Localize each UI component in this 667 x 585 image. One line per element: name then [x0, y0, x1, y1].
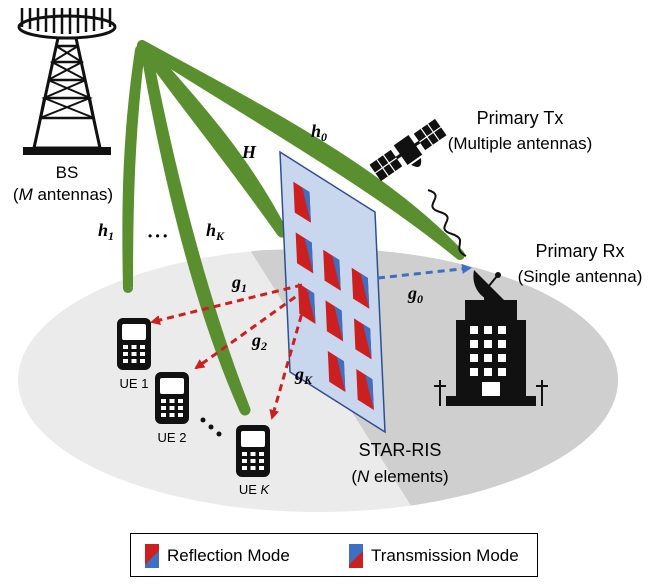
- star-ris-detail: (N elements): [351, 467, 448, 486]
- primary-tx-label: Primary Tx: [477, 108, 564, 128]
- reflection-swatch-icon: [145, 544, 159, 568]
- ue2-phone-icon: [155, 372, 189, 424]
- beam-h0: [137, 40, 465, 260]
- star-ris-label: STAR-RIS: [359, 440, 442, 460]
- channel-g1: g1: [231, 272, 247, 295]
- legend-item-reflection: Reflection Mode: [145, 542, 290, 570]
- ue1-label: UE 1: [120, 376, 149, 391]
- channel-g0: g0: [407, 283, 423, 306]
- bs-label: BS: [56, 163, 79, 182]
- beam-hK: [140, 44, 251, 416]
- wireless-link-squiggle: [427, 189, 467, 257]
- channel-h1: h1: [98, 220, 114, 243]
- ueK-label: UE K: [239, 482, 271, 497]
- ris-links: [150, 263, 472, 420]
- base-station-tower-icon: [17, 8, 117, 155]
- satellite-dish-icon: [473, 270, 504, 302]
- ris-element-transmit-part: [334, 306, 344, 342]
- channel-gK: gK: [294, 364, 313, 387]
- ue2-label: UE 2: [158, 430, 187, 445]
- legend-transmission-label: Transmission Mode: [371, 546, 519, 565]
- bs-antenna-label: (M antennas): [13, 185, 113, 204]
- ris-element-transmit-part: [304, 238, 314, 274]
- bs-beams: [122, 40, 465, 416]
- channel-H: H: [241, 142, 257, 162]
- satellite-icon: [369, 118, 447, 182]
- ue1-phone-icon: [117, 318, 151, 370]
- transmission-swatch-icon: [349, 544, 363, 568]
- building-icon: [434, 300, 548, 406]
- link-g0: [377, 263, 472, 280]
- channel-h0: h0: [311, 121, 327, 144]
- primary-tx-detail: (Multiple antennas): [448, 134, 593, 153]
- beam-H: [139, 42, 288, 238]
- channel-g2: g2: [251, 330, 267, 353]
- ueK-phone-icon: [236, 425, 270, 477]
- primary-rx-detail: (Single antenna): [518, 267, 643, 286]
- ris-element-transmit-part: [362, 324, 372, 360]
- link-g2: [194, 288, 306, 370]
- beam-h1: [122, 45, 145, 293]
- ris-element-transmit-part: [332, 255, 341, 291]
- primary-rx-label: Primary Rx: [536, 241, 625, 261]
- legend: Reflection Mode Transmission Mode: [130, 533, 538, 577]
- ris-element-transmit-part: [365, 374, 374, 410]
- channel-hK: hK: [206, 220, 225, 243]
- ris-element-transmit-part: [336, 356, 346, 392]
- legend-reflection-label: Reflection Mode: [167, 546, 290, 565]
- link-gK: [269, 291, 310, 420]
- beam-ellipsis: • • •: [148, 229, 167, 243]
- legend-item-transmission: Transmission Mode: [349, 542, 519, 570]
- ris-element-transmit-part: [306, 288, 316, 324]
- star-ris-panel: [279, 150, 386, 434]
- ue-ellipsis-dots: [200, 417, 222, 437]
- link-g1: [150, 283, 303, 325]
- ris-element-transmit-part: [302, 187, 311, 223]
- ris-element-transmit-part: [360, 273, 370, 309]
